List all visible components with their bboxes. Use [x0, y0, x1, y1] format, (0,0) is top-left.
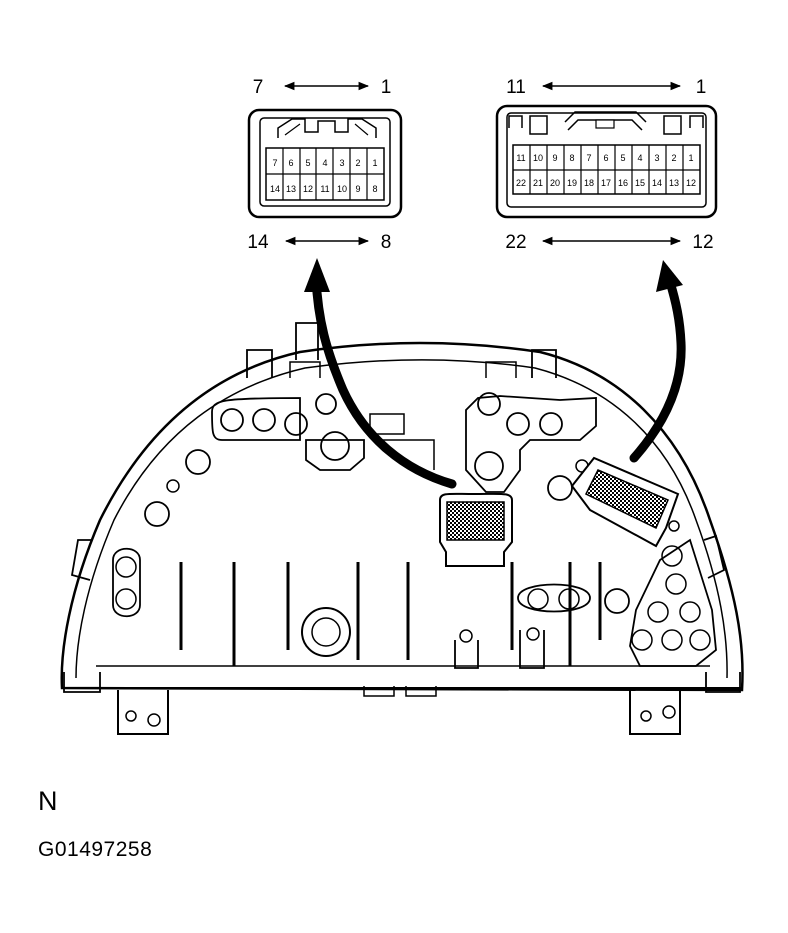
connector-left-top-end: 1 — [381, 77, 392, 98]
meter-mount-foot-right — [629, 690, 681, 735]
pin-label: 8 — [372, 184, 377, 194]
connector-left-bottom-start: 14 — [247, 232, 269, 253]
pin-label: 6 — [288, 158, 293, 168]
pin-label: 11 — [320, 184, 329, 194]
pin-label: 3 — [654, 153, 659, 163]
connector-right-bottom-end: 12 — [692, 232, 713, 253]
pin-label: 13 — [669, 178, 679, 188]
pin-label: 4 — [322, 158, 327, 168]
pin-label: 14 — [652, 178, 662, 188]
pin-label: 5 — [620, 153, 625, 163]
pin-label: 6 — [603, 153, 608, 163]
pin-label: 5 — [305, 158, 310, 168]
view-label: N — [38, 786, 58, 816]
figure-id: G01497258 — [38, 838, 153, 861]
pin-label: 4 — [637, 153, 642, 163]
pin-label: 10 — [533, 153, 543, 163]
pin-label: 9 — [355, 184, 360, 194]
pin-label: 14 — [270, 184, 280, 194]
meter-mount-foot-left — [117, 690, 169, 735]
connector-left-top-start: 7 — [253, 77, 264, 98]
connector-left-bottom-end: 8 — [381, 232, 392, 253]
connector-right-bottom-start: 22 — [505, 232, 526, 253]
pin-label: 10 — [337, 184, 347, 194]
pin-label: 19 — [567, 178, 577, 188]
pin-label: 22 — [516, 178, 526, 188]
pin-label: 12 — [686, 178, 696, 188]
pin-label: 13 — [286, 184, 296, 194]
meter-top-tab-right — [531, 349, 557, 378]
pin-label: 9 — [552, 153, 557, 163]
pin-label: 1 — [372, 158, 377, 168]
connector-right: 11 1 11 10 9 8 7 6 5 4 3 2 1 22 — [495, 77, 718, 253]
pin-label: 2 — [671, 153, 676, 163]
pointer-arrow-right — [629, 260, 686, 463]
pointer-arrow-left — [304, 258, 457, 489]
pin-label: 20 — [550, 178, 560, 188]
combination-meter — [60, 322, 744, 735]
meter-socket-14pin — [439, 492, 513, 567]
pin-label: 7 — [272, 158, 277, 168]
pin-label: 21 — [533, 178, 543, 188]
pin-label: 15 — [635, 178, 645, 188]
connector-right-top-start: 11 — [506, 77, 526, 98]
meter-socket-22pin — [570, 456, 680, 548]
pin-label: 3 — [339, 158, 344, 168]
pin-label: 11 — [516, 153, 525, 163]
connector-left: 7 1 7 6 5 4 3 2 1 14 13 12 11 10 9 8 — [247, 77, 403, 253]
connector-right-top-end: 1 — [696, 77, 707, 98]
connector-left-latch — [277, 118, 377, 138]
pin-label: 12 — [303, 184, 313, 194]
pin-label: 8 — [569, 153, 574, 163]
pin-label: 16 — [618, 178, 628, 188]
meter-top-tab-left — [246, 349, 273, 378]
pin-label: 2 — [355, 158, 360, 168]
pin-label: 18 — [584, 178, 594, 188]
pin-label: 7 — [586, 153, 591, 163]
pin-label: 17 — [601, 178, 611, 188]
pin-label: 1 — [688, 153, 693, 163]
